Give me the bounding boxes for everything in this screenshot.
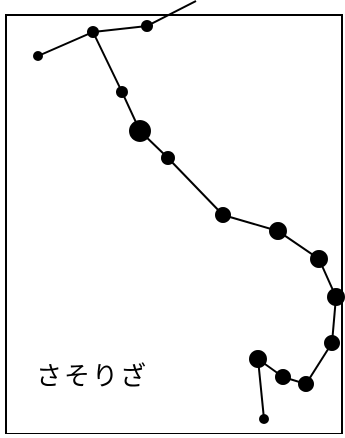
star xyxy=(116,86,128,98)
star xyxy=(129,120,151,142)
card-border xyxy=(5,14,343,435)
star xyxy=(33,51,43,61)
star xyxy=(141,20,153,32)
star xyxy=(87,26,99,38)
star xyxy=(324,335,340,351)
constellation-line xyxy=(92,31,123,93)
constellation-line xyxy=(92,25,148,33)
star xyxy=(327,288,345,306)
constellation-line xyxy=(257,358,265,420)
constellation-line xyxy=(167,157,224,216)
star xyxy=(298,376,314,392)
constellation-line xyxy=(146,0,197,27)
star xyxy=(259,414,269,424)
constellation-name: さそりざ xyxy=(36,362,149,392)
star xyxy=(275,369,291,385)
star xyxy=(215,207,231,223)
constellation-line xyxy=(305,342,333,385)
star xyxy=(161,151,175,165)
star xyxy=(310,250,328,268)
star xyxy=(269,222,287,240)
star xyxy=(249,350,267,368)
constellation-line xyxy=(37,31,94,57)
constellation-line xyxy=(222,214,279,232)
